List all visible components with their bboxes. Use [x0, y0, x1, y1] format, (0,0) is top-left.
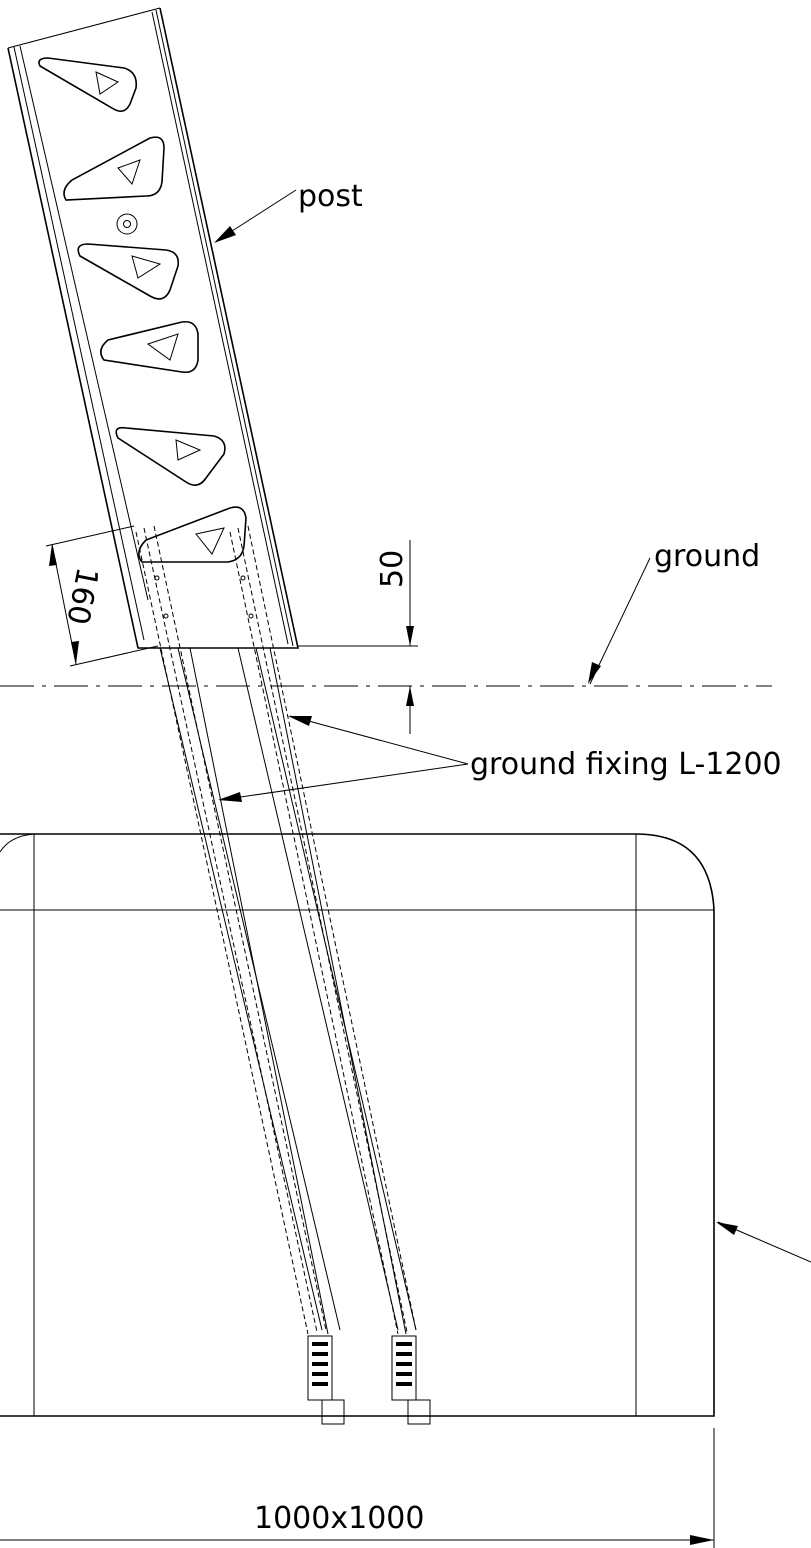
ground-callout: ground	[588, 539, 760, 685]
dimension-base: 1000x1000	[0, 1428, 715, 1548]
ground-fixing-callout: ground fixing L-1200	[218, 715, 782, 802]
dimension-50: 50	[298, 540, 418, 734]
foundation-callout	[716, 1221, 811, 1263]
dimension-160-label: 160	[59, 564, 104, 627]
post-slot	[77, 243, 180, 300]
post-slot	[100, 320, 199, 374]
rod-thread-left	[307, 1335, 345, 1425]
post-label: post	[298, 179, 363, 214]
post-hole	[116, 213, 138, 235]
post-slot	[63, 136, 165, 201]
post-slot	[38, 57, 138, 112]
rod-thread-right	[391, 1335, 431, 1425]
post-callout: post	[214, 179, 363, 243]
dimension-50-label: 50	[375, 550, 410, 588]
foundation-block	[0, 833, 715, 1417]
post-slot	[115, 426, 226, 486]
dimension-base-label: 1000x1000	[254, 1501, 424, 1536]
ground-label: ground	[654, 539, 760, 574]
ground-fixing-rods	[135, 525, 431, 1425]
post-slot	[138, 506, 247, 563]
ground-fixing-label: ground fixing L-1200	[470, 747, 782, 782]
post	[7, 7, 299, 649]
